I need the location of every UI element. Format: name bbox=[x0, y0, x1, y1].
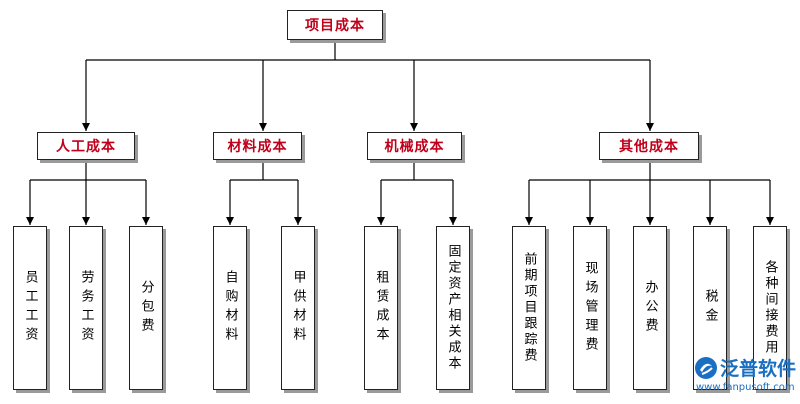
watermark-brand: 泛普软件 bbox=[720, 358, 797, 380]
category-node-labor: 人工成本 bbox=[37, 132, 135, 160]
arrowhead-icon bbox=[259, 123, 267, 131]
leaf-node: 各种间接费用 bbox=[753, 226, 787, 390]
leaf-label: 租赁成本 bbox=[373, 270, 389, 346]
arrowhead-icon bbox=[26, 217, 34, 225]
leaf-label: 税金 bbox=[702, 289, 718, 327]
arrowhead-icon bbox=[646, 217, 654, 225]
leaf-node: 自购材料 bbox=[213, 226, 247, 390]
arrowhead-icon bbox=[294, 217, 302, 225]
brand-logo-icon bbox=[695, 357, 717, 379]
leaf-label: 各种间接费用 bbox=[762, 260, 778, 356]
leaf-node: 办公费 bbox=[633, 226, 667, 390]
arrowhead-icon bbox=[586, 217, 594, 225]
arrowhead-icon bbox=[142, 217, 150, 225]
arrowhead-icon bbox=[525, 217, 533, 225]
leaf-label: 固定资产相关成本 bbox=[445, 244, 461, 372]
leaf-node: 分包费 bbox=[129, 226, 163, 390]
watermark: 泛普软件 www.fanpusoft.com bbox=[690, 354, 796, 400]
category-node-material: 材料成本 bbox=[213, 132, 302, 160]
arrowhead-icon bbox=[377, 217, 385, 225]
leaf-node: 甲供材料 bbox=[281, 226, 315, 390]
leaf-node: 固定资产相关成本 bbox=[436, 226, 470, 390]
leaf-label: 办公费 bbox=[642, 279, 658, 337]
arrowhead-icon bbox=[766, 217, 774, 225]
arrowhead-icon bbox=[706, 217, 714, 225]
leaf-label: 员工工资 bbox=[22, 270, 38, 346]
category-node-machinery: 机械成本 bbox=[367, 132, 462, 160]
leaf-label: 自购材料 bbox=[222, 270, 238, 346]
arrowhead-icon bbox=[82, 123, 90, 131]
arrowhead-icon bbox=[410, 123, 418, 131]
leaf-label: 现场管理费 bbox=[582, 260, 598, 356]
arrowhead-icon bbox=[449, 217, 457, 225]
arrowhead-icon bbox=[646, 123, 654, 131]
arrowhead-icon bbox=[82, 217, 90, 225]
watermark-url: www.fanpusoft.com bbox=[696, 382, 795, 393]
leaf-node: 现场管理费 bbox=[573, 226, 607, 390]
leaf-node: 租赁成本 bbox=[364, 226, 398, 390]
leaf-node: 前期项目跟踪费 bbox=[512, 226, 546, 390]
leaf-label: 分包费 bbox=[138, 279, 154, 337]
leaf-node: 员工工资 bbox=[13, 226, 47, 390]
leaf-node: 劳务工资 bbox=[69, 226, 103, 390]
category-node-other: 其他成本 bbox=[599, 132, 699, 160]
root-node: 项目成本 bbox=[287, 10, 383, 40]
arrowhead-icon bbox=[226, 217, 234, 225]
leaf-label: 甲供材料 bbox=[290, 270, 306, 346]
leaf-label: 劳务工资 bbox=[78, 270, 94, 346]
leaf-label: 前期项目跟踪费 bbox=[521, 252, 537, 364]
